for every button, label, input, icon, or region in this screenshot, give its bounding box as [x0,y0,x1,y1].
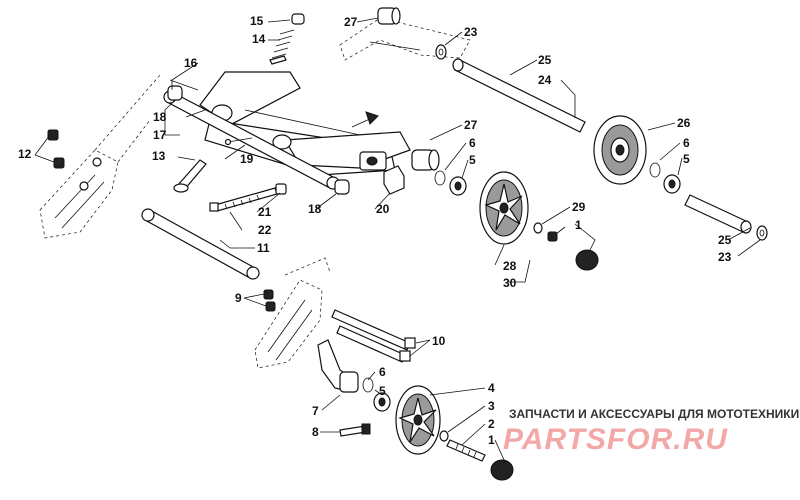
cap-1-lower [490,459,514,481]
callout-20: 20 [376,202,390,216]
bolt-10 [331,309,416,363]
callout-2: 2 [488,417,495,431]
callout-22: 22 [258,223,272,237]
cap-1-mid [575,249,599,271]
callout-11: 11 [257,241,270,255]
callout-5-lower: 5 [379,384,386,398]
bushing-18-left [167,85,183,101]
frame-top-mount [339,17,471,61]
callout-12: 12 [18,147,32,161]
bearing-5-mid [449,176,467,196]
washer-3 [439,430,449,442]
callout-1-mid: 1 [575,218,582,232]
nut-30 [547,231,558,242]
nut-9 [263,289,276,312]
callout-17: 17 [153,128,167,142]
callout-5-right: 5 [683,152,690,166]
callout-27-top: 27 [344,15,358,29]
snap-ring-6-lower [362,377,374,393]
link-13 [173,159,207,193]
callout-27-mid: 27 [464,118,478,132]
callout-7: 7 [312,404,319,418]
callout-8: 8 [312,425,319,439]
callout-10: 10 [432,334,446,348]
callout-14: 14 [252,32,266,46]
callout-1-lower: 1 [488,433,495,447]
callout-labels: 15 14 16 18 17 13 12 19 21 22 18 20 11 9… [18,14,732,447]
callout-29: 29 [572,200,586,214]
callout-3: 3 [488,399,495,413]
idler-wheel-26 [593,115,647,185]
snap-ring-6-mid [434,170,446,186]
bearing-5-lower [373,392,391,412]
callout-26: 26 [677,116,691,130]
nut-12 [47,129,65,169]
callout-18-lower: 18 [308,202,322,216]
bolt-8 [339,423,371,437]
washer-23-top [435,44,447,60]
callout-24: 24 [538,73,552,87]
snap-ring-6-right [649,162,661,178]
watermark-logo: PARTSFOR.RU [503,423,728,456]
callout-9: 9 [235,291,242,305]
frame-bracket-upper [39,74,161,239]
direction-arrow [351,111,379,128]
bearing-5-right [663,174,681,194]
bushing-20 [383,165,405,195]
callout-6-right: 6 [683,136,690,150]
callout-6-mid: 6 [469,136,476,150]
leader-lines [34,17,761,463]
callout-4: 4 [488,381,495,395]
callout-13: 13 [152,149,166,163]
lower-shaft-11 [141,208,260,280]
frame-bracket-lower [254,257,331,369]
callout-28: 28 [503,259,517,273]
watermark-caption: ЗАПЧАСТИ И АКСЕССУАРЫ ДЛЯ МОТОТЕХНИКИ [509,407,799,421]
callout-25-bottom: 25 [718,233,732,247]
callout-16: 16 [184,56,198,70]
nut-21 [275,183,287,195]
idler-wheel-4 [395,385,441,455]
cap-15 [291,13,305,25]
bushing-27-top [377,7,401,25]
shaft-25-bottom [684,194,752,234]
swing-arm [199,71,411,176]
callout-23-top: 23 [464,25,478,39]
callout-6-lower: 6 [379,365,386,379]
callout-30: 30 [503,276,517,290]
washer-29 [533,222,543,234]
callout-18: 18 [153,110,167,124]
callout-23-bottom: 23 [718,250,732,264]
callout-19: 19 [240,152,254,166]
bolt-2 [446,439,486,462]
idler-wheel-28 [479,171,529,245]
axle-bracket-7 [317,339,359,393]
washer-23-bottom [756,225,768,241]
pin-19 [224,137,253,146]
bushing-18-right [334,179,350,195]
spring-14 [269,29,295,65]
callout-5-mid: 5 [469,153,476,167]
spacer-27-mid [411,149,440,171]
shaft-25-top [452,58,586,133]
callout-25-top: 25 [538,53,552,67]
callout-21: 21 [258,205,272,219]
callout-15: 15 [250,14,264,28]
